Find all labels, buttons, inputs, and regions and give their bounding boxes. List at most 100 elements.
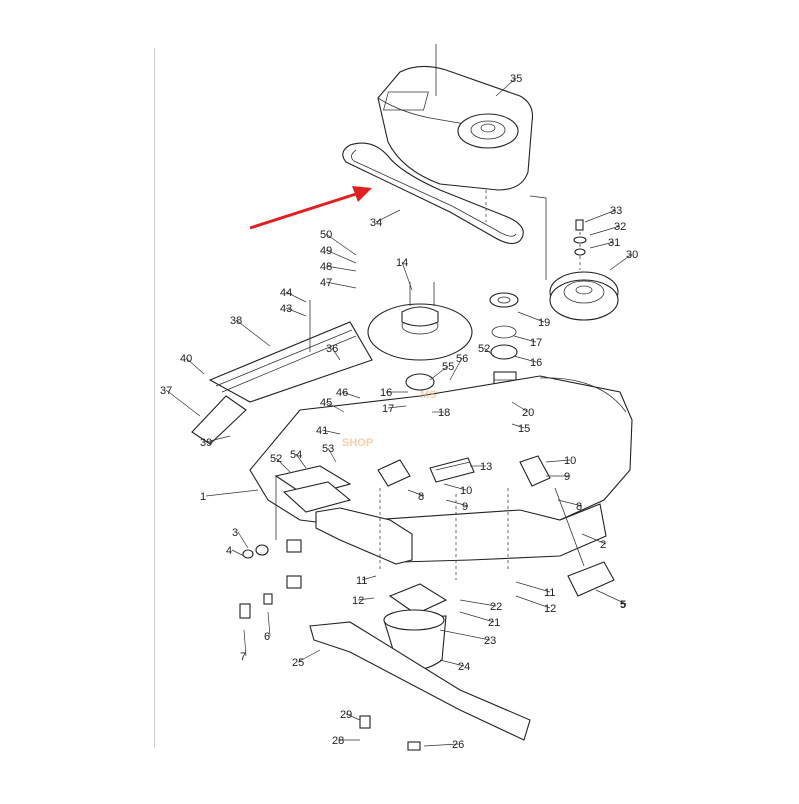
leader-2: [581, 533, 607, 545]
callout-54: 54: [290, 449, 302, 461]
leader-48: [325, 265, 357, 272]
leader-11b: [515, 581, 551, 593]
leader-52b: [275, 457, 291, 473]
callout-33: 33: [610, 205, 622, 217]
leader-9b: [445, 499, 469, 507]
left-guard-bracket: [191, 300, 373, 445]
leader-35: [495, 77, 517, 97]
leader-41: [321, 429, 341, 435]
leader-39: [205, 435, 231, 443]
leader-8a: [407, 489, 425, 497]
leader-lines: [165, 77, 633, 747]
callout-40: 40: [180, 353, 192, 365]
leader-16a: [513, 355, 537, 363]
leader-7: [243, 629, 247, 657]
callout-35: 35: [510, 73, 522, 85]
leader-3: [237, 531, 249, 549]
leader-40: [185, 357, 205, 375]
leader-55: [429, 365, 449, 381]
leader-38: [235, 319, 271, 347]
leader-17a: [513, 335, 537, 343]
callout-48: 48: [320, 261, 332, 273]
leader-10b: [443, 483, 467, 491]
leader-33: [584, 209, 617, 223]
leader-47: [325, 281, 357, 289]
leader-46: [341, 391, 361, 399]
leader-19: [517, 311, 545, 323]
callout-15: 15: [518, 423, 530, 435]
callout-3: 3: [232, 527, 238, 539]
callout-20: 20: [522, 407, 534, 419]
callout-49: 49: [320, 245, 332, 257]
leader-11a: [361, 575, 377, 581]
mower-blade: [309, 621, 531, 741]
callout-38: 38: [230, 315, 242, 327]
callout-36: 36: [326, 343, 338, 355]
leader-21: [459, 611, 495, 623]
callout-6: 6: [264, 631, 270, 643]
leader-23: [439, 629, 491, 641]
callout-37: 37: [160, 385, 172, 397]
leader-30: [609, 253, 633, 271]
leader-15: [511, 423, 525, 429]
callout-8a: 8: [418, 491, 424, 503]
callout-19: 19: [538, 317, 550, 329]
spring-plate: [377, 455, 551, 580]
leader-12b: [515, 595, 551, 609]
frame-line: [154, 48, 155, 748]
cover-plates: [274, 465, 352, 540]
callout-10b: 10: [460, 485, 472, 497]
callout-28: 28: [332, 735, 344, 747]
leader-26: [423, 743, 459, 747]
side-skirt: [315, 507, 413, 565]
callout-32: 32: [614, 221, 626, 233]
callout-52a: 52: [478, 343, 490, 355]
leader-37: [165, 389, 201, 417]
leader-34: [375, 209, 401, 223]
callout-52b: 52: [270, 453, 282, 465]
callout-22: 22: [490, 601, 502, 613]
watermark-line1: MS: [420, 389, 437, 401]
leader-20: [511, 401, 529, 413]
leader-49: [325, 249, 357, 264]
leader-8b: [557, 499, 583, 507]
mounting-disc: [367, 282, 473, 361]
callout-24: 24: [458, 661, 470, 673]
leader-10a: [545, 459, 571, 463]
callout-53: 53: [322, 443, 334, 455]
callout-50: 50: [320, 229, 332, 241]
callout-12b: 12: [544, 603, 556, 615]
callout-56: 56: [456, 353, 468, 365]
callout-21: 21: [488, 617, 500, 629]
callout-1: 1: [200, 491, 206, 503]
callout-8b: 8: [576, 501, 582, 513]
callout-47: 47: [320, 277, 332, 289]
leader-29: [345, 713, 361, 721]
callout-26: 26: [452, 739, 464, 751]
callout-9b: 9: [462, 501, 468, 513]
leader-1: [205, 489, 259, 497]
highlight-arrow: [249, 186, 372, 230]
leader-52a: [483, 347, 495, 357]
leader-56: [449, 357, 463, 381]
pulley: [529, 195, 619, 321]
callout-29: 29: [340, 709, 352, 721]
leader-17b: [387, 405, 407, 409]
leader-53: [327, 447, 337, 463]
callout-10a: 10: [564, 455, 576, 467]
leader-24: [439, 659, 465, 667]
leader-14: [401, 261, 413, 291]
callout-44: 44: [280, 287, 292, 299]
callout-17a: 17: [530, 337, 542, 349]
leader-25: [297, 649, 321, 663]
leader-44: [285, 291, 307, 303]
callout-45: 45: [320, 397, 332, 409]
callout-14: 14: [396, 257, 408, 269]
v-belt: [342, 142, 524, 245]
callout-43: 43: [280, 303, 292, 315]
belt-cover-housing: [377, 44, 534, 191]
leader-4: [231, 549, 245, 557]
